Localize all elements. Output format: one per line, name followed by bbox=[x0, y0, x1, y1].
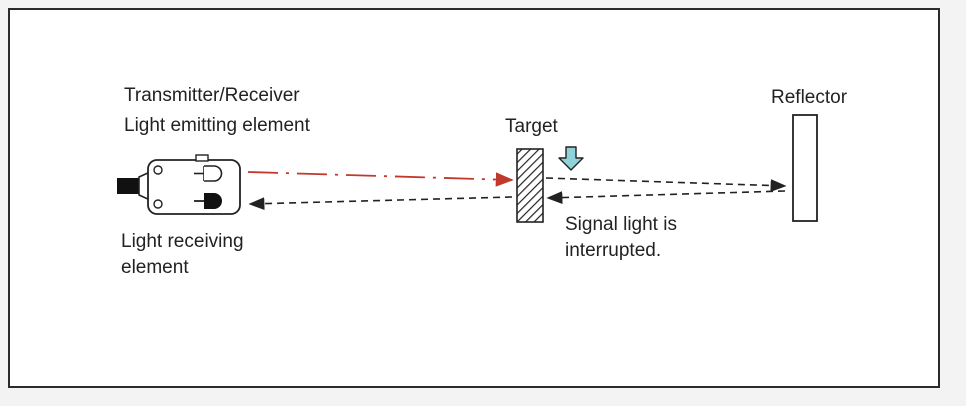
emitted-beam bbox=[247, 171, 514, 187]
label-signal-1: Signal light is bbox=[565, 214, 677, 235]
down-arrow-icon bbox=[558, 146, 584, 171]
target-hatched-icon bbox=[516, 148, 544, 223]
reflector-icon bbox=[792, 114, 818, 222]
returned-beam bbox=[248, 196, 513, 211]
beam-from-reflector bbox=[546, 190, 786, 204]
label-light-emitting: Light emitting element bbox=[124, 115, 310, 136]
label-target: Target bbox=[505, 116, 558, 137]
label-light-receiving-2: element bbox=[121, 257, 189, 278]
label-light-receiving-1: Light receiving bbox=[121, 231, 244, 252]
beam-to-reflector bbox=[545, 177, 787, 192]
sensor-icon bbox=[117, 154, 241, 215]
label-reflector: Reflector bbox=[771, 87, 848, 108]
label-signal-2: interrupted. bbox=[565, 240, 662, 261]
label-transmitter-receiver: Transmitter/Receiver bbox=[124, 85, 300, 106]
